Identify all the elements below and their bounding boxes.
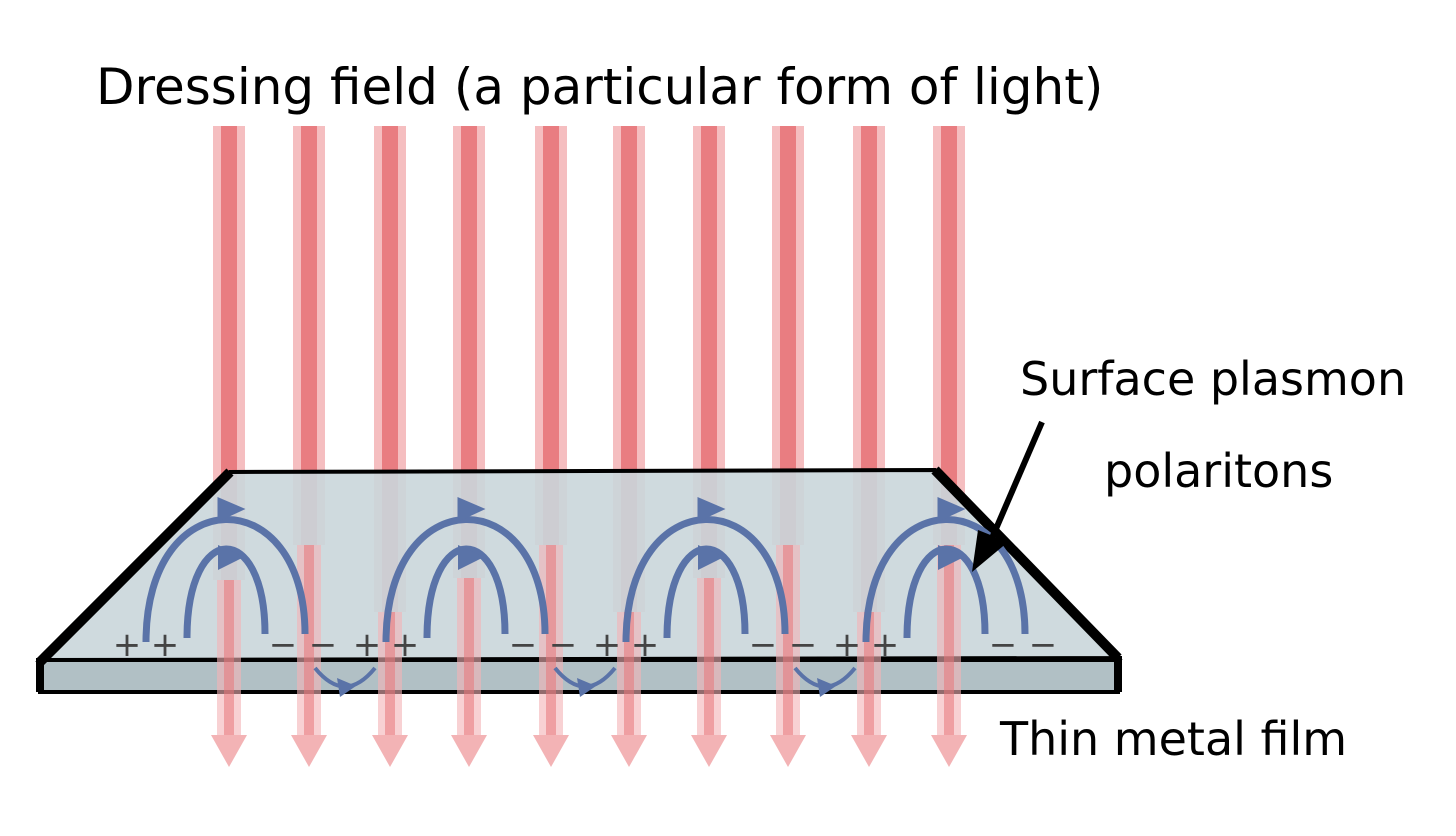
positive-charge: + [113, 625, 142, 665]
light-beam-core [221, 126, 237, 580]
field-line-outer [382, 516, 549, 643]
negative-charge: − [989, 625, 1018, 665]
light-arrow-head [291, 735, 327, 767]
light-beam-transmitted-core [624, 612, 634, 740]
light-arrow-head [211, 735, 247, 767]
positive-charge: + [593, 625, 622, 665]
light-arrow-head [931, 735, 967, 767]
positive-charge: + [833, 625, 862, 665]
positive-charge: + [631, 625, 660, 665]
field-arrow-head [218, 545, 244, 570]
negative-charge: − [269, 625, 298, 665]
light-beam-transmitted-core [546, 545, 556, 740]
negative-charge: − [549, 625, 578, 665]
field-arrow-head [217, 497, 246, 522]
light-arrow-head [611, 735, 647, 767]
pointer-arrow-head [972, 530, 1008, 572]
field-line-outer [622, 516, 789, 643]
film-label: Thin metal film [1000, 712, 1348, 766]
negative-charge: − [1029, 625, 1058, 665]
light-beam-core [941, 126, 957, 545]
film-field-arrow-head [817, 678, 836, 697]
field-arrow-head [458, 545, 484, 570]
light-beam-transmitted-core [864, 612, 874, 740]
positive-charge: + [871, 625, 900, 665]
positive-charge: + [151, 625, 180, 665]
positive-charge: + [391, 625, 420, 665]
diagram-title: Dressing field (a particular form of lig… [96, 58, 1104, 116]
film-field-arrow-head [337, 678, 356, 697]
light-arrow-head [451, 735, 487, 767]
light-arrow-head [851, 735, 887, 767]
light-arrow-head [691, 735, 727, 767]
negative-charge: − [749, 625, 778, 665]
film-right-edge [931, 466, 1122, 662]
light-beam-transmitted-core [224, 580, 234, 740]
light-beam-core [301, 126, 317, 545]
pointer-arrow-shaft [989, 420, 1045, 540]
positive-charge: + [353, 625, 382, 665]
film-left-edge [36, 468, 234, 666]
film-field-arrow-head [577, 678, 596, 697]
negative-charge: − [789, 625, 818, 665]
light-beams-front [211, 545, 967, 767]
light-beam-core [461, 126, 477, 578]
light-beam-core [780, 126, 796, 545]
field-line-outer [862, 516, 1029, 643]
field-arrow-head [697, 497, 726, 522]
light-beam-core [543, 126, 559, 545]
field-line-outer [142, 516, 309, 643]
field-arrow-head [938, 545, 964, 570]
negative-charge: − [309, 625, 338, 665]
plasmon-field-lines [142, 497, 1029, 697]
field-arrow-head [698, 545, 724, 570]
light-arrow-head [372, 735, 408, 767]
spp-label-line2: polaritons [1104, 444, 1334, 498]
spp-label-line1: Surface plasmon [1020, 352, 1407, 406]
field-arrow-head [457, 497, 486, 522]
light-beam-transmitted-core [385, 612, 395, 740]
light-beam-transmitted-core [944, 545, 954, 740]
light-beam-transmitted-core [783, 545, 793, 740]
light-arrow-head [533, 735, 569, 767]
surface-charges: ++−−++−−++−−++−− [113, 625, 1058, 665]
negative-charge: − [509, 625, 538, 665]
light-beam-transmitted-core [464, 578, 474, 740]
light-beam-transmitted-core [704, 578, 714, 740]
field-arrow-head [937, 497, 966, 522]
light-arrow-head [770, 735, 806, 767]
light-beam-core [701, 126, 717, 578]
light-beam-transmitted-core [304, 545, 314, 740]
